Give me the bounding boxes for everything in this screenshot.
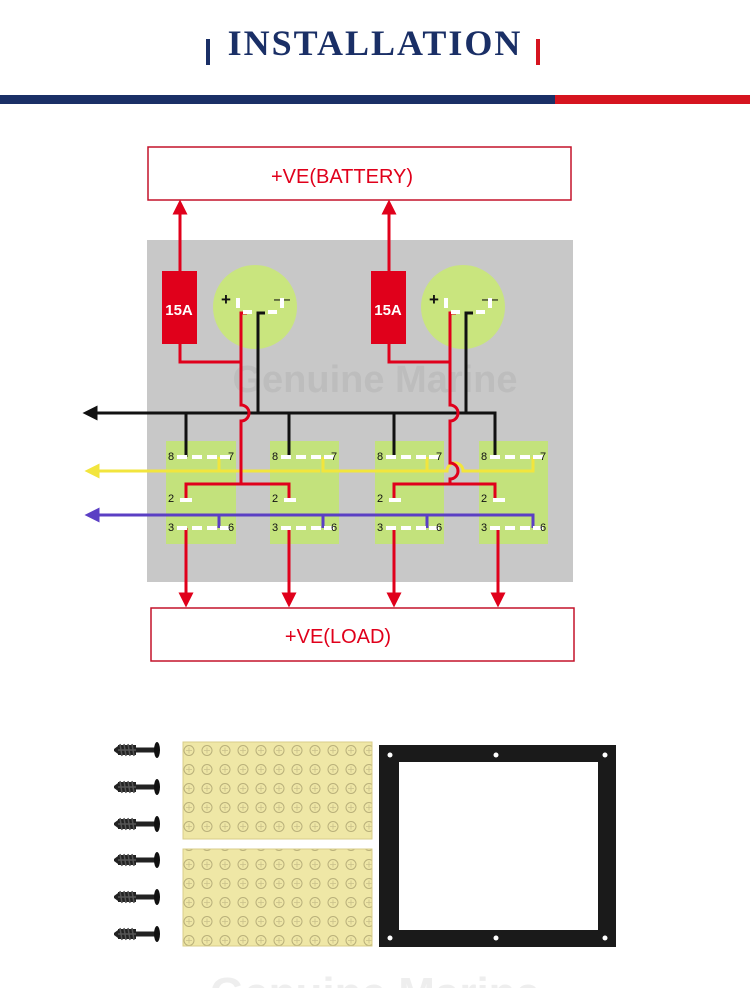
pin-8-s3: 8 bbox=[377, 451, 383, 463]
switch-terminals bbox=[177, 455, 543, 530]
gasket-holes bbox=[387, 752, 608, 941]
gasket-frame bbox=[379, 745, 616, 947]
meter-right bbox=[421, 265, 505, 349]
label-sticker-sheet-1 bbox=[182, 741, 373, 840]
fuse-left bbox=[162, 271, 197, 344]
battery-label: +VE(BATTERY) bbox=[271, 166, 413, 188]
black-wire-meters bbox=[256, 311, 473, 413]
load-label: +VE(LOAD) bbox=[285, 626, 391, 648]
bottom-watermark: Genuine Marine bbox=[210, 969, 540, 988]
pin-6-s3: 6 bbox=[436, 522, 442, 534]
screw-5 bbox=[113, 888, 161, 906]
black-wire-bus bbox=[184, 411, 497, 457]
purple-wire-bus bbox=[217, 513, 535, 528]
screw-6 bbox=[113, 925, 161, 943]
pin-3-s3: 3 bbox=[377, 522, 383, 534]
screw-1 bbox=[113, 741, 161, 759]
fuse-right bbox=[371, 271, 406, 344]
fuse-right-label: 15A bbox=[374, 302, 402, 319]
pin-8-s1: 8 bbox=[168, 451, 174, 463]
screw-2 bbox=[113, 778, 161, 796]
fuse-left-label: 15A bbox=[165, 302, 193, 319]
pin-6-s2: 6 bbox=[331, 522, 337, 534]
pin-6-s4: 6 bbox=[540, 522, 546, 534]
pin-3-s2: 3 bbox=[272, 522, 278, 534]
battery-box bbox=[147, 146, 572, 201]
pin-8-s2: 8 bbox=[272, 451, 278, 463]
title-left-bar bbox=[206, 39, 210, 65]
meter-terminals bbox=[236, 298, 492, 314]
pin-2-s1: 2 bbox=[168, 493, 174, 505]
pin-2-s2: 2 bbox=[272, 493, 278, 505]
pin-6-s1: 6 bbox=[228, 522, 234, 534]
page-title: INSTALLATION bbox=[227, 23, 523, 63]
header-stripe-red bbox=[555, 95, 750, 104]
pin-3-s1: 3 bbox=[168, 522, 174, 534]
pin-8-s4: 8 bbox=[481, 451, 487, 463]
pin-7-s3: 7 bbox=[436, 451, 442, 463]
pin-2-s4: 2 bbox=[481, 493, 487, 505]
panel-watermark: Genuine Marine bbox=[232, 359, 517, 401]
title-container: INSTALLATION bbox=[0, 22, 750, 64]
pin-7-s2: 7 bbox=[331, 451, 337, 463]
header-stripe-blue bbox=[0, 95, 555, 104]
pin-3-s4: 3 bbox=[481, 522, 487, 534]
pin-2-s3: 2 bbox=[377, 493, 383, 505]
pin-7-s4: 7 bbox=[540, 451, 546, 463]
screw-4 bbox=[113, 851, 161, 869]
meter-left-plus: + bbox=[221, 290, 231, 309]
screw-3 bbox=[113, 815, 161, 833]
title-right-bar bbox=[536, 39, 540, 65]
meter-left bbox=[213, 265, 297, 349]
load-box bbox=[150, 607, 575, 662]
label-sticker-sheet-2 bbox=[182, 848, 373, 947]
meter-right-plus: + bbox=[429, 290, 439, 309]
pin-7-s1: 7 bbox=[228, 451, 234, 463]
